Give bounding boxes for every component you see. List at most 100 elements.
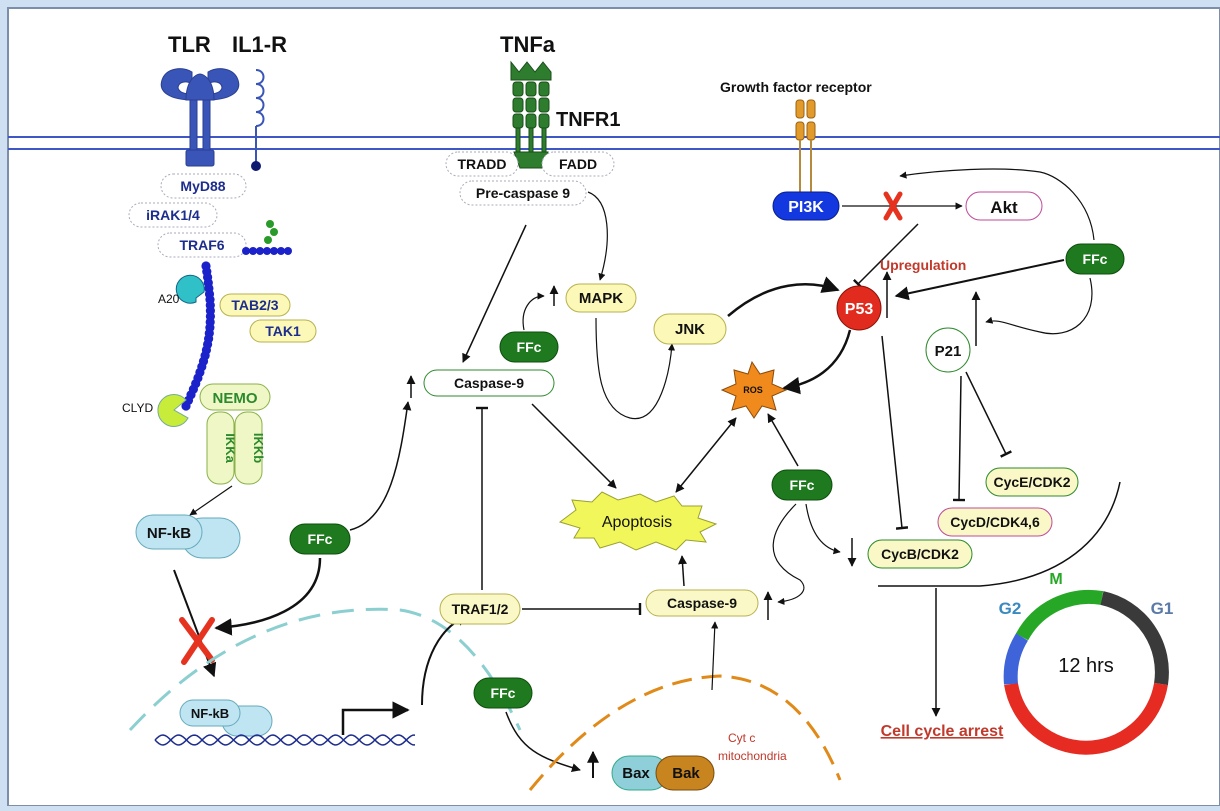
edge-ffc-to-p53 [894, 259, 1065, 301]
edge-ffc-to-nfkb-block [214, 557, 322, 636]
tradd-node [445, 151, 519, 177]
ikka-node [206, 411, 235, 485]
mitochondria-label: mitochondria [718, 749, 787, 763]
traf12-node [439, 593, 521, 625]
edge-p21-inhibit-cyce [965, 371, 1012, 458]
cycle-duration-label: 12 hrs [1058, 655, 1114, 677]
edge-p53-to-ros [782, 329, 852, 395]
fadd-label: FADD [559, 156, 597, 172]
nfkb-label: NF-kB [147, 525, 191, 542]
cycle-segment-g2 [1003, 633, 1029, 685]
a20-enzyme-icon [175, 274, 205, 304]
p21-label: P21 [935, 343, 962, 360]
edge-ros-apoptosis [675, 417, 737, 493]
edge-ffc-to-p21 [985, 277, 1093, 335]
nucleus-membrane [128, 607, 522, 732]
edge-p21-inhibit-cycd [952, 375, 966, 502]
edge-mito-to-caspase9b [711, 621, 719, 691]
ffc-middle-label: FFc [790, 477, 815, 493]
caspase9-bottom-label: Caspase-9 [667, 595, 737, 611]
traf6-label: TRAF6 [179, 237, 224, 253]
akt-node [965, 191, 1043, 221]
clyd-label: CLYD [122, 401, 153, 415]
ffc-node-bottom: FFc [473, 677, 533, 709]
ffc-left-label: FFc [308, 531, 333, 547]
ubiquitin-bead [181, 401, 191, 411]
ikkb-label: IKKb [251, 433, 266, 463]
tradd-label: TRADD [458, 156, 507, 172]
p53-node [836, 285, 882, 331]
ffc-node-right: FFc [1065, 243, 1125, 275]
pi3k-node [772, 191, 840, 221]
edge-ffc-to-caspase9 [349, 401, 412, 531]
dna-icon [154, 734, 415, 746]
cell-cycle-ring [1003, 589, 1169, 755]
cycle-m-label: M [1049, 571, 1062, 588]
a20-label: A20 [158, 292, 180, 306]
transcription-arrow [341, 701, 410, 735]
myd88-label: MyD88 [180, 178, 225, 194]
nfkb-nucleus-label: NF-kB [191, 706, 229, 721]
bak-label: Bak [672, 765, 700, 782]
mapk-label: MAPK [579, 290, 623, 307]
pi3k-akt-inhibit-x-icon [883, 191, 903, 221]
mapk-node [565, 283, 637, 313]
nemo-label: NEMO [213, 390, 258, 407]
mitochondria-membrane [528, 674, 842, 791]
tak1-label: TAK1 [265, 323, 301, 339]
cycd-node [937, 507, 1053, 537]
pre-caspase9-label: Pre-caspase 9 [476, 185, 570, 201]
bax-label: Bax [622, 765, 650, 782]
tak1-node [249, 319, 317, 343]
clyd-enzyme-icon [157, 393, 189, 427]
edge-fadd-to-mapk [587, 191, 608, 281]
pi3k-label: PI3K [788, 199, 824, 216]
cyce-node [985, 467, 1079, 497]
traf12-label: TRAF1/2 [452, 601, 509, 617]
gfr-receptor-icon [795, 99, 816, 192]
ffc-bottom-label: FFc [491, 685, 516, 701]
apoptosis-node [558, 491, 718, 551]
il1r-receptor-icon [251, 69, 265, 171]
cycb-label: CycB/CDK2 [881, 546, 959, 562]
caspase9-top-label: Caspase-9 [454, 375, 524, 391]
ikkb-node [234, 411, 263, 485]
cytc-label: Cyt c [728, 731, 755, 745]
cyce-label: CycE/CDK2 [993, 474, 1070, 490]
cycd-label: CycD/CDK4,6 [950, 514, 1040, 530]
apoptosis-label: Apoptosis [602, 514, 672, 531]
myd88-node [160, 173, 247, 199]
jnk-label: JNK [675, 321, 705, 338]
edge-ffc-to-bax [505, 711, 581, 772]
bak-node [655, 755, 715, 791]
tnfr1-receptor-icon [510, 60, 552, 169]
ubiquitin-chain-small-icon [242, 220, 292, 255]
ffc-node-mapk: FFc [499, 331, 559, 363]
tab23-node [219, 293, 291, 317]
edge-ffc-to-akt [899, 168, 1095, 241]
ffc-node-left: FFc [289, 523, 351, 555]
edge-ikk-to-nfkb [189, 485, 233, 516]
irak-node [128, 202, 218, 228]
edge-p53-inhibit-cycb [881, 335, 909, 530]
tab23-label: TAB2/3 [231, 297, 278, 313]
upregulation-label: Upregulation [880, 257, 966, 273]
nfkb-node [135, 514, 203, 550]
p21-node [925, 327, 971, 373]
tlr-receptor-icon [160, 68, 240, 167]
ffc-node-middle: FFc [771, 469, 833, 501]
caspase9-top-node [423, 369, 555, 397]
edge-ffc-to-cycb [805, 503, 841, 555]
nfkb-nucleus-node [179, 699, 241, 727]
cycb-node [867, 539, 973, 569]
cell-cycle-arrest-label: Cell cycle arrest [881, 723, 1004, 740]
ffc-right-label: FFc [1083, 251, 1108, 267]
cycle-segment-m [1015, 589, 1104, 641]
ikka-label: IKKa [223, 433, 238, 463]
edge-jnk-to-p53 [727, 276, 840, 317]
edge-ffc-to-mapk [522, 292, 545, 331]
jnk-node [653, 313, 727, 345]
ffc-mapk-label: FFc [517, 339, 542, 355]
